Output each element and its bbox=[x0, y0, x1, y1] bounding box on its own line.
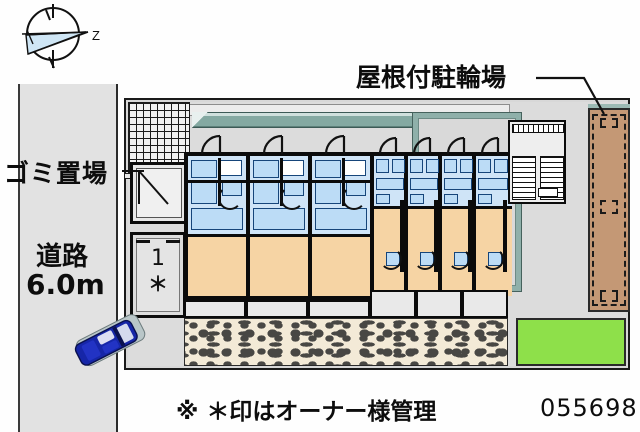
unit-6-kitchen bbox=[444, 178, 472, 190]
unit-1[interactable] bbox=[188, 156, 250, 296]
bicycle-parking-leader-line bbox=[536, 70, 608, 116]
stair-flight-left bbox=[512, 156, 536, 200]
unit-1-room bbox=[188, 234, 246, 296]
path-detail-top bbox=[600, 118, 618, 128]
unit-1-wall-b bbox=[188, 180, 246, 183]
unit-2-kitchen bbox=[253, 182, 279, 204]
apartment-building-block bbox=[184, 152, 512, 300]
road-strip bbox=[18, 84, 118, 432]
awning-corner bbox=[192, 112, 208, 128]
unit-4-closet bbox=[376, 194, 390, 204]
stair-landing bbox=[538, 188, 558, 197]
approach-pathway bbox=[588, 108, 630, 312]
unit-3-kitchen bbox=[315, 182, 341, 204]
parking-stall-1-inner bbox=[136, 238, 180, 312]
unit-2-room bbox=[250, 234, 308, 296]
unit-5-corridor bbox=[434, 200, 438, 272]
garbage-area-label: ゴミ置場 bbox=[4, 159, 109, 188]
plan-id-number: 055698 bbox=[540, 394, 638, 422]
unit-7-bath bbox=[478, 159, 491, 173]
parking-stall-number: 1 bbox=[151, 246, 165, 271]
unit-4-corridor bbox=[400, 200, 404, 272]
unit-1-entry bbox=[191, 208, 243, 230]
gravel-yard bbox=[184, 318, 508, 366]
north-arrow-compass: Z bbox=[8, 2, 104, 76]
unit-1-bath bbox=[191, 160, 217, 178]
unit-1-toilet bbox=[220, 160, 242, 176]
unit-5-toilet bbox=[426, 159, 439, 173]
unit-2-bath bbox=[253, 160, 279, 178]
compass-letter: Z bbox=[92, 28, 100, 43]
building-awning-roof bbox=[192, 112, 416, 128]
unit-7-toilet bbox=[494, 159, 508, 173]
walkway-tile-4 bbox=[370, 290, 416, 318]
parking-stall-tick-right bbox=[166, 240, 180, 243]
road-label: 道路 bbox=[36, 242, 89, 272]
parking-stall-owner-mark: ＊ bbox=[148, 272, 168, 296]
car-icon bbox=[70, 309, 151, 373]
unit-3-bath bbox=[315, 160, 341, 178]
unit-5-closet bbox=[410, 194, 424, 204]
unit-5-kitchen bbox=[410, 178, 438, 190]
lawn-area bbox=[516, 318, 626, 366]
unit-7-corridor bbox=[503, 200, 507, 272]
unit-6[interactable] bbox=[442, 156, 476, 296]
unit-3-door-swing bbox=[342, 186, 366, 210]
unit-4-bath bbox=[376, 159, 389, 173]
unit-2[interactable] bbox=[250, 156, 312, 296]
unit-3-room bbox=[312, 234, 370, 296]
unit-4-door-swing bbox=[380, 248, 402, 270]
walkway-tile-2 bbox=[246, 300, 308, 318]
unit-7-door-swing bbox=[482, 248, 504, 270]
bicycle-parking-grid bbox=[128, 102, 190, 174]
unit-6-corridor bbox=[468, 200, 472, 272]
path-detail-mid bbox=[600, 200, 618, 214]
walkway-tile-3 bbox=[308, 300, 370, 318]
unit-2-door-swing bbox=[280, 186, 304, 210]
garbage-area-leader-line bbox=[122, 170, 144, 172]
approach-pathway-markings bbox=[592, 114, 626, 306]
unit-6-bath bbox=[444, 159, 457, 173]
stairwell-railing bbox=[512, 124, 564, 133]
owner-management-note: ※ ＊印はオーナー様管理 bbox=[176, 399, 437, 425]
covered-bicycle-parking-label: 屋根付駐輪場 bbox=[356, 63, 507, 92]
unit-7-kitchen bbox=[478, 178, 508, 190]
walkway-tile-5 bbox=[416, 290, 462, 318]
garbage-enclosure-door-swing bbox=[138, 170, 178, 212]
unit-6-door-swing bbox=[448, 248, 470, 270]
unit-6-toilet bbox=[460, 159, 473, 173]
unit-5-door-swing bbox=[414, 248, 436, 270]
walkway-tile-6 bbox=[462, 290, 508, 318]
unit-3-toilet bbox=[344, 160, 366, 176]
unit-3-wall-b bbox=[312, 180, 370, 183]
unit-5[interactable] bbox=[408, 156, 442, 296]
unit-6-closet bbox=[444, 194, 458, 204]
unit-2-entry bbox=[253, 208, 305, 230]
unit-1-kitchen bbox=[191, 182, 217, 204]
unit-4-toilet bbox=[392, 159, 405, 173]
unit-4[interactable] bbox=[374, 156, 408, 296]
unit-1-door-swing bbox=[218, 186, 242, 210]
unit-4-kitchen bbox=[376, 178, 404, 190]
unit-5-bath bbox=[410, 159, 423, 173]
corridor-entry-doors bbox=[184, 128, 508, 155]
road-width-label: 6.0m bbox=[26, 268, 105, 301]
path-head-band bbox=[588, 104, 630, 110]
path-detail-bottom bbox=[600, 290, 618, 302]
walkway-tile-1 bbox=[184, 300, 246, 318]
unit-3[interactable] bbox=[312, 156, 374, 296]
unit-2-toilet bbox=[282, 160, 304, 176]
unit-3-entry bbox=[315, 208, 367, 230]
parking-stall-tick-left bbox=[136, 240, 150, 243]
unit-7[interactable] bbox=[476, 156, 512, 296]
unit-7-closet bbox=[478, 194, 492, 204]
unit-2-wall-b bbox=[250, 180, 308, 183]
